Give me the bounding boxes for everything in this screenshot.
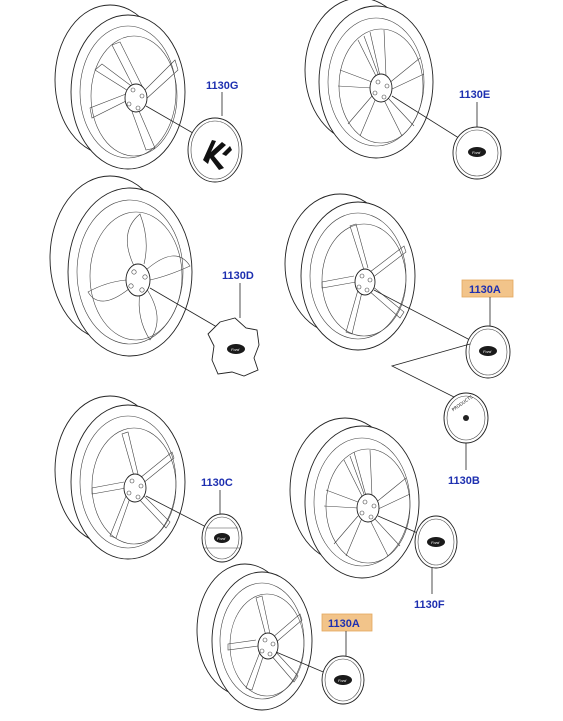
label-1130g: 1130G bbox=[206, 80, 238, 92]
cap-1130f-logo: Ford bbox=[431, 540, 440, 545]
label-1130e: 1130E bbox=[459, 89, 490, 101]
cap-1130a-lower-logo: Ford bbox=[338, 678, 347, 683]
wheel-1130a-upper bbox=[284, 193, 471, 351]
bracket-line bbox=[390, 343, 471, 401]
cap-1130c-logo: Ford bbox=[217, 536, 226, 541]
cap-1130a-upper: Ford bbox=[465, 325, 511, 379]
label-1130b: 1130B bbox=[448, 475, 480, 487]
cap-1130g bbox=[187, 117, 243, 183]
wheel-1130f bbox=[289, 417, 421, 579]
cap-1130e-logo: Ford bbox=[472, 150, 481, 155]
label-1130c: 1130C bbox=[201, 477, 233, 489]
cap-1130a-upper-logo: Ford bbox=[483, 349, 492, 354]
label-1130a-lower-highlight bbox=[321, 613, 373, 632]
label-1130a-upper-highlight bbox=[461, 279, 514, 298]
wheel-1130a-lower bbox=[196, 563, 329, 711]
wheel-1130c bbox=[54, 395, 213, 560]
label-1130a-upper: 1130A bbox=[469, 284, 501, 296]
label-1130f: 1130F bbox=[414, 599, 445, 611]
label-1130a-lower: 1130A bbox=[328, 618, 360, 630]
wheel-1130d bbox=[49, 175, 223, 357]
cap-1130d: Ford bbox=[207, 317, 260, 377]
cap-1130e: Ford bbox=[452, 126, 502, 180]
cap-1130c: Ford bbox=[201, 513, 243, 563]
wheel-1130e bbox=[304, 0, 463, 159]
wheel-1130g bbox=[54, 4, 206, 170]
cap-1130d-logo: Ford bbox=[231, 347, 240, 352]
cap-1130b: PRODUCTS bbox=[443, 392, 489, 444]
cap-1130a-lower: Ford bbox=[321, 655, 365, 705]
cap-1130f: Ford bbox=[414, 515, 458, 569]
label-1130d: 1130D bbox=[222, 270, 254, 282]
